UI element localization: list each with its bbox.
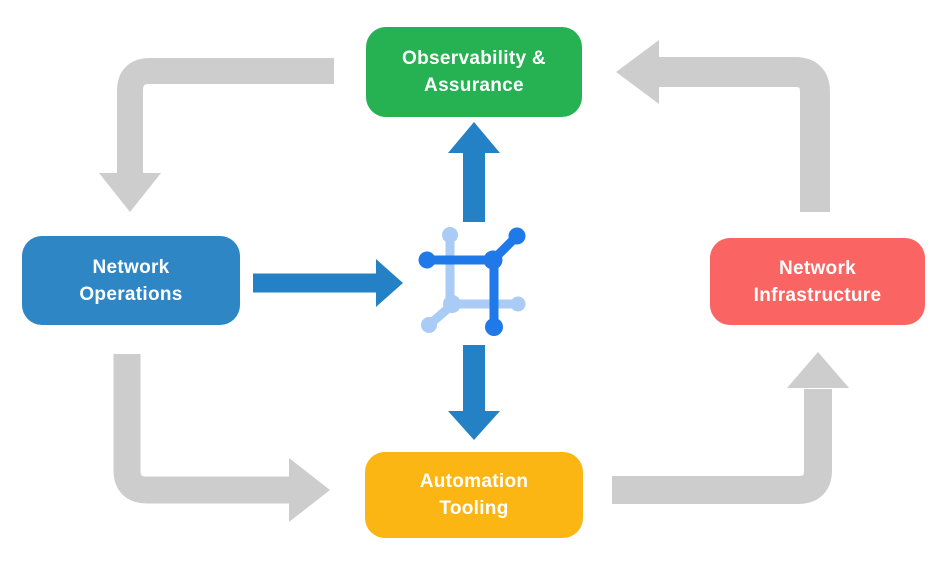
arrow-observability-to-operations [99,58,334,212]
node-network-operations: Network Operations [22,236,240,325]
arrow-center-to-observability [448,122,500,222]
arrow-automation-to-infrastructure [612,352,849,504]
node-observability-assurance: Observability & Assurance [366,27,582,117]
arrow-center-to-automation [448,345,500,440]
node-automation-label: Automation Tooling [419,471,529,519]
network-fabric-icon [418,227,526,336]
arrow-operations-to-automation [113,354,330,522]
node-infrastructure-label: Network Infrastructure [753,257,882,306]
node-operations-label: Network Operations [79,256,183,305]
node-observability-label: Observability & Assurance [402,48,546,96]
arrow-operations-to-center [253,259,403,307]
node-automation-tooling: Automation Tooling [365,452,583,538]
node-network-infrastructure: Network Infrastructure [710,238,925,325]
arrow-infrastructure-to-observability [616,40,830,212]
